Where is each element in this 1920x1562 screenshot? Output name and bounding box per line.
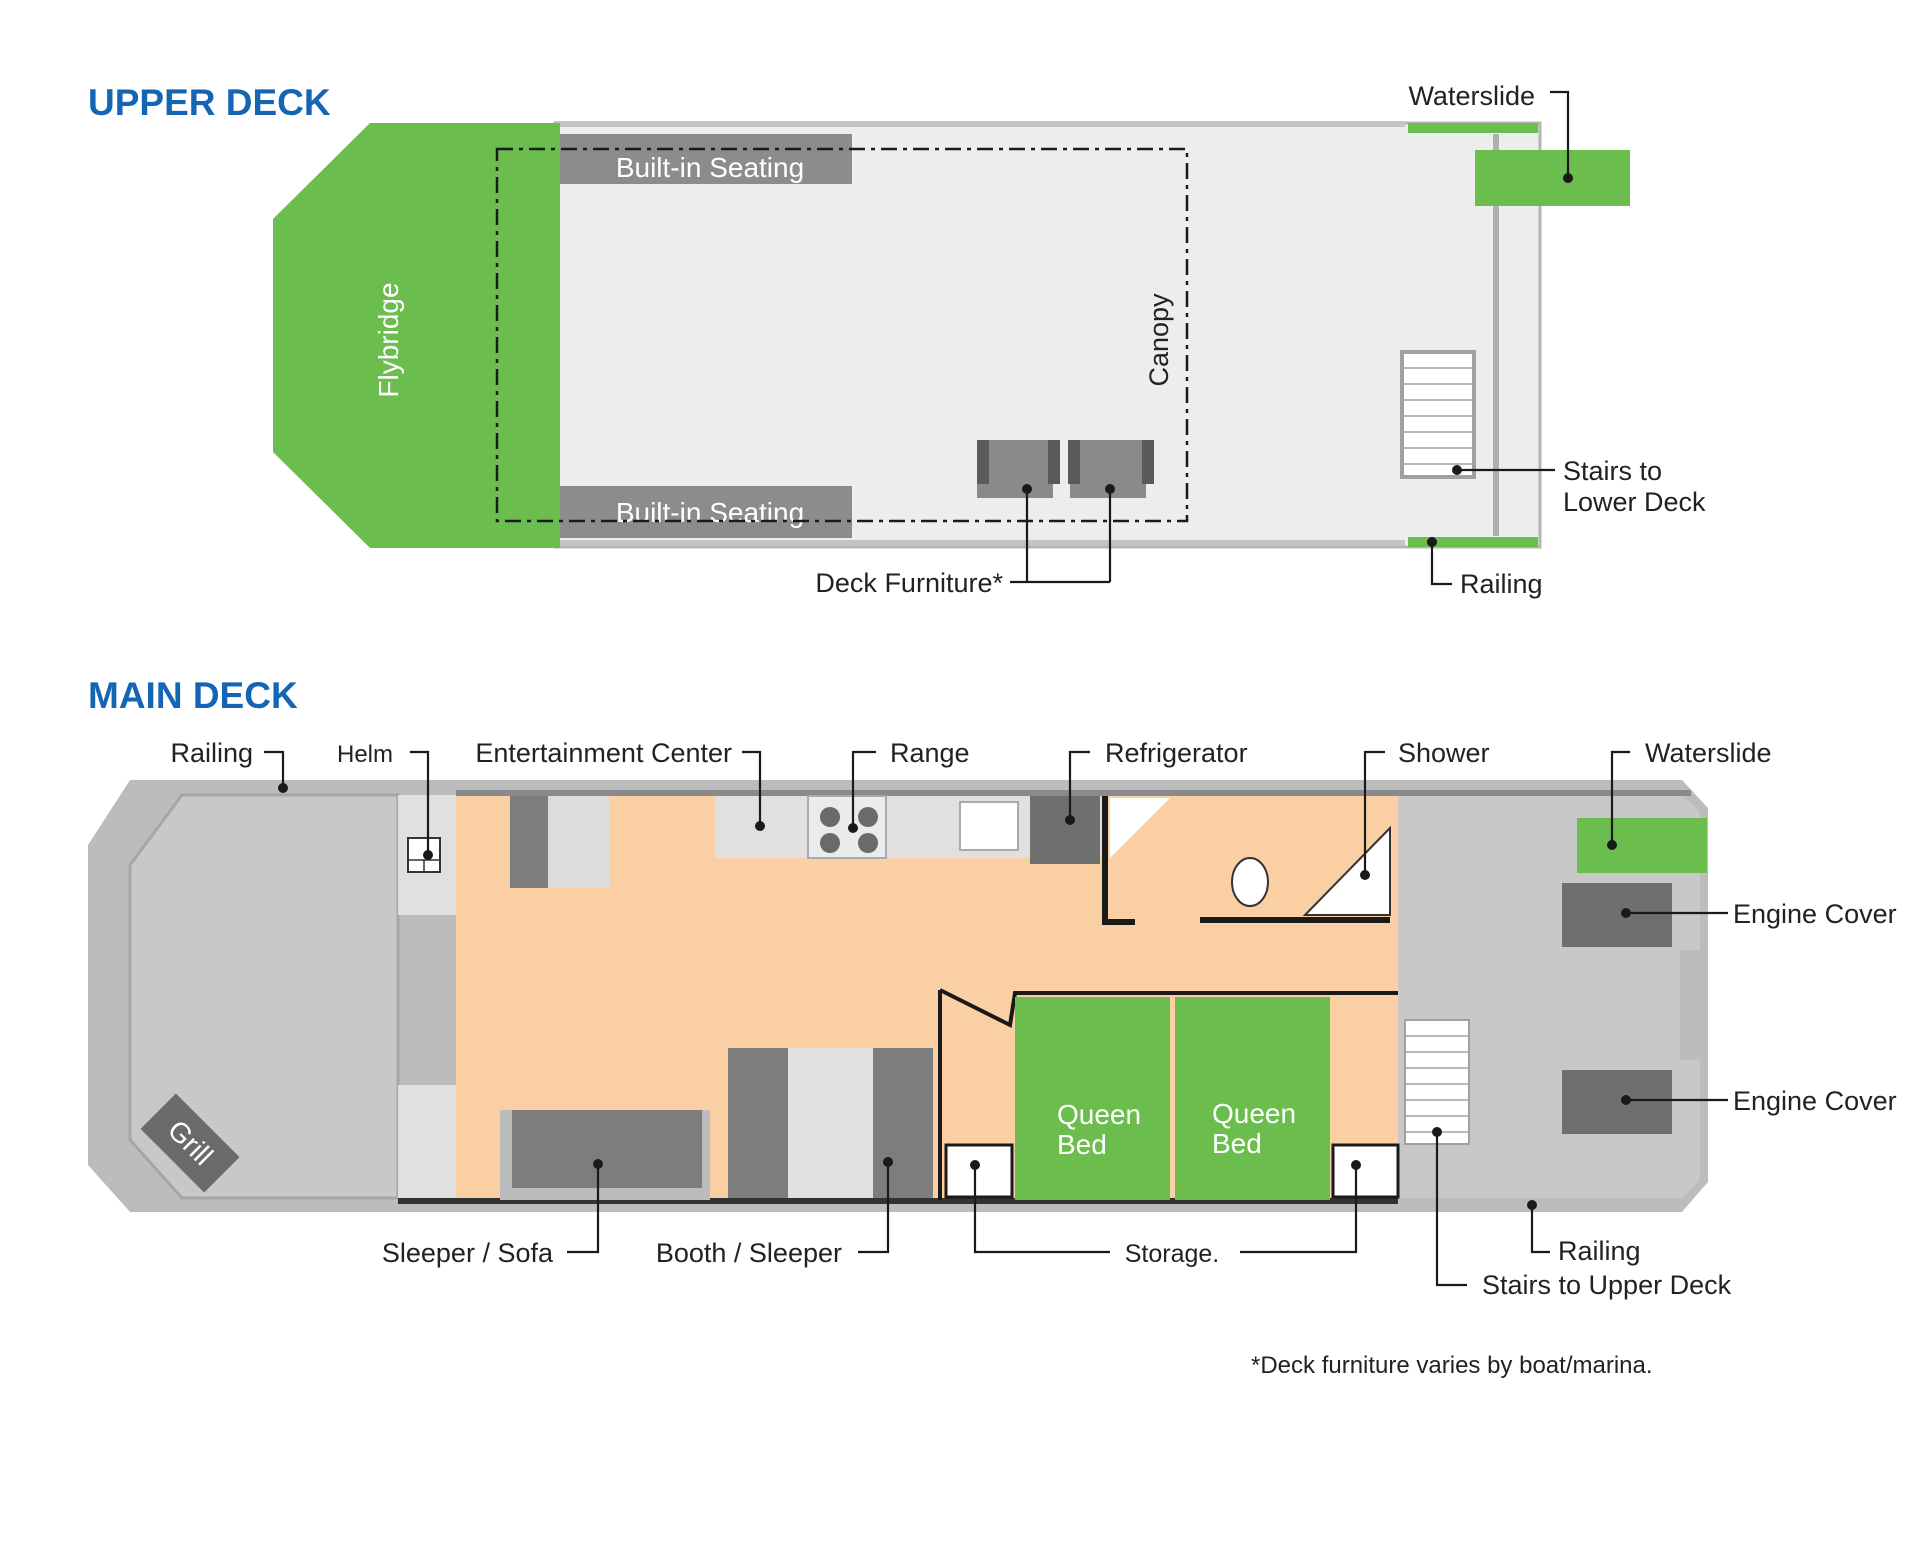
- storage-right: [1331, 1143, 1400, 1199]
- leader-railing: [1430, 542, 1452, 586]
- toilet: [1231, 857, 1269, 907]
- canopy-outline: [495, 147, 1189, 523]
- dot-deck-furniture-2: [1105, 484, 1115, 494]
- booth-sleeper-label: Booth / Sleeper: [656, 1238, 842, 1268]
- main-waterslide: [1577, 818, 1707, 873]
- refrigerator: [1030, 796, 1100, 864]
- stairs-upper-label: Stairs to Upper Deck: [1482, 1270, 1732, 1300]
- engine-cover-1: [1562, 883, 1672, 947]
- built-in-seating-bottom-label: Built-in Seating: [616, 497, 804, 528]
- refrigerator-label: Refrigerator: [1105, 738, 1248, 768]
- leader-shower: [1363, 750, 1385, 875]
- leader-entertainment: [742, 750, 762, 826]
- leader-range: [851, 750, 876, 828]
- upper-railing-green-top: [1408, 123, 1538, 133]
- leader-sleeper: [567, 1164, 600, 1254]
- leader-storage: [973, 1165, 1358, 1254]
- queen-bed-2-line2: Bed: [1212, 1128, 1262, 1159]
- built-in-seating-top-label: Built-in Seating: [616, 152, 804, 183]
- canopy-label: Canopy: [1144, 293, 1174, 387]
- bathroom-sink: [1110, 798, 1170, 858]
- range-stove: [807, 795, 887, 859]
- kitchen-sink: [959, 801, 1019, 851]
- queen-bed-1: [1015, 997, 1170, 1200]
- range-label: Range: [890, 738, 970, 768]
- leader-railing-bottom: [1530, 1205, 1550, 1254]
- waterslide-label: Waterslide: [1408, 81, 1535, 111]
- booth-seat-right: [873, 1048, 933, 1198]
- upper-deck: UPPER DECK Flybridge Built-in Seating Bu…: [88, 81, 1706, 599]
- upper-railing-label: Railing: [1460, 569, 1543, 599]
- upper-rail-top: [555, 121, 1405, 127]
- queen-bed-2: [1175, 997, 1330, 1200]
- dot-railing: [1427, 537, 1437, 547]
- entertainment-center-label: Entertainment Center: [475, 738, 732, 768]
- sleeper-sofa-label: Sleeper / Sofa: [382, 1238, 554, 1268]
- upper-waterslide: [1475, 150, 1630, 206]
- leader-refrigerator: [1068, 750, 1090, 820]
- main-waterslide-label: Waterslide: [1645, 738, 1772, 768]
- stairs-to-upper-deck: [1404, 1019, 1470, 1145]
- cabin-wall-top: [456, 790, 1691, 796]
- dot-deck-furniture-1: [1022, 484, 1032, 494]
- stairs-label-line2: Lower Deck: [1563, 487, 1706, 517]
- main-deck: MAIN DECK Grill: [88, 675, 1897, 1300]
- deck-furniture-label: Deck Furniture*: [815, 568, 1003, 598]
- queen-bed-1-line1: Queen: [1057, 1099, 1141, 1130]
- shower-stall: [1302, 825, 1391, 916]
- leader-waterslide: [1550, 90, 1570, 178]
- engine-cover-1-label: Engine Cover: [1733, 899, 1897, 929]
- flybridge: [273, 123, 560, 548]
- main-deck-title: MAIN DECK: [88, 675, 298, 716]
- upper-railing-green-bottom: [1408, 537, 1538, 547]
- footnote: *Deck furniture varies by boat/marina.: [1251, 1352, 1653, 1379]
- bow-step: [398, 1085, 456, 1198]
- leader-railing-top: [264, 750, 285, 788]
- built-in-seating-top: [560, 134, 852, 184]
- storage-label: Storage.: [1125, 1240, 1220, 1268]
- engine-cover-2: [1562, 1070, 1672, 1134]
- leader-deck-furniture: [1010, 489, 1112, 584]
- railing-bottom-label: Railing: [1558, 1236, 1641, 1266]
- stairs-to-lower-deck: [1400, 350, 1476, 479]
- shower-label: Shower: [1398, 738, 1490, 768]
- leader-booth: [858, 1162, 890, 1254]
- queen-bed-1-line2: Bed: [1057, 1129, 1107, 1160]
- upper-deck-title: UPPER DECK: [88, 82, 331, 123]
- storage-left: [944, 1143, 1014, 1199]
- dot-stairs: [1452, 465, 1462, 475]
- railing-top-label: Railing: [170, 738, 253, 768]
- entertainment-center: [510, 796, 548, 888]
- leader-main-waterslide: [1610, 750, 1630, 845]
- leader-stairs-upper: [1435, 1132, 1467, 1287]
- bedroom-wall: [938, 988, 1398, 1200]
- queen-bed-2-line1: Queen: [1212, 1098, 1296, 1129]
- engine-cover-2-label: Engine Cover: [1733, 1086, 1897, 1116]
- built-in-seating-bottom: [560, 486, 852, 538]
- flybridge-label: Flybridge: [373, 282, 404, 397]
- upper-rail-bottom: [555, 540, 1405, 546]
- leader-helm: [410, 750, 430, 855]
- upper-aft-rail: [1493, 134, 1499, 536]
- dot-waterslide: [1563, 173, 1573, 183]
- sleeper-sofa: [512, 1110, 702, 1188]
- deck-furniture-chair-1: [977, 440, 1060, 498]
- cabin-wall-bottom: [398, 1198, 1398, 1204]
- helm-label: Helm: [337, 741, 393, 768]
- stairs-label-line1: Stairs to: [1563, 456, 1662, 486]
- booth-seat-left: [728, 1048, 788, 1198]
